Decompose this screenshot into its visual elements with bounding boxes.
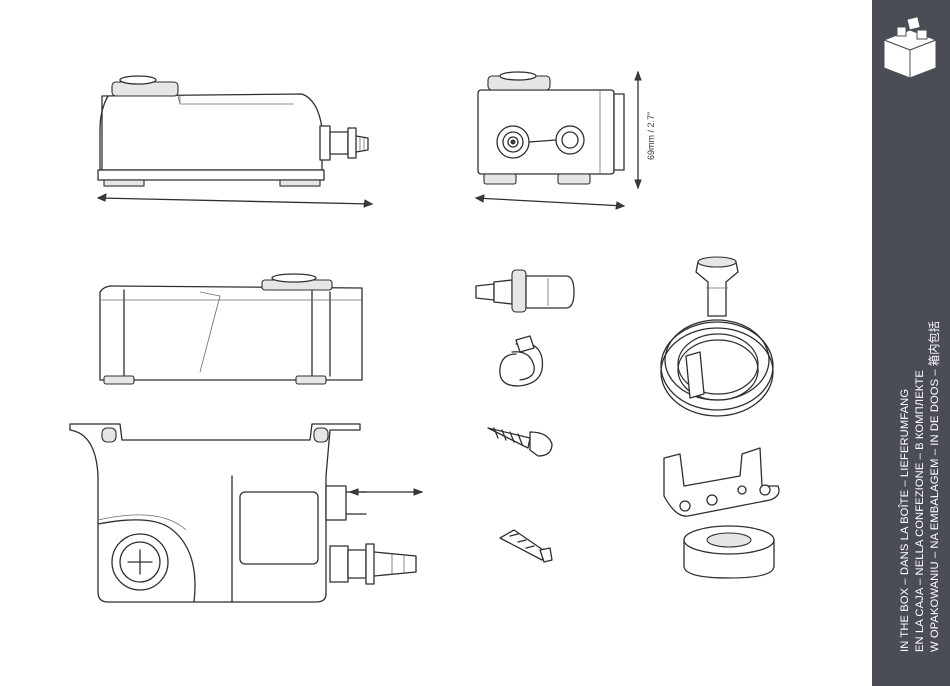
hose-clip [500, 336, 543, 386]
screw [488, 428, 552, 456]
in-the-box-line-3: W OPAKOWANIU – NA EMBALAGEM – IN DE DOOS… [928, 321, 943, 652]
tubing-coil [661, 320, 773, 416]
pump-end-view [476, 72, 641, 209]
mounting-bracket [664, 448, 779, 516]
height-dimension-label: 69mm / 2.7” [646, 80, 656, 160]
in-the-box-line-1: IN THE BOX – DANS LA BOÎTE – LIEFERUMFAN… [898, 321, 913, 652]
foam-ring [684, 526, 774, 578]
product-line-drawing [0, 0, 872, 686]
drain-connector [696, 257, 738, 316]
in-the-box-line-2: EN LA CAJA – NELLA CONFEZIONE – В КОМПЛЕ… [913, 321, 928, 652]
pump-side-view [98, 76, 372, 207]
wall-plug [500, 530, 552, 562]
in-the-box-text: IN THE BOX – DANS LA BOÎTE – LIEFERUMFAN… [898, 321, 943, 652]
pump-top-view [70, 424, 422, 602]
hose-barb-adapter [476, 270, 574, 312]
pump-rear-view [100, 274, 362, 384]
